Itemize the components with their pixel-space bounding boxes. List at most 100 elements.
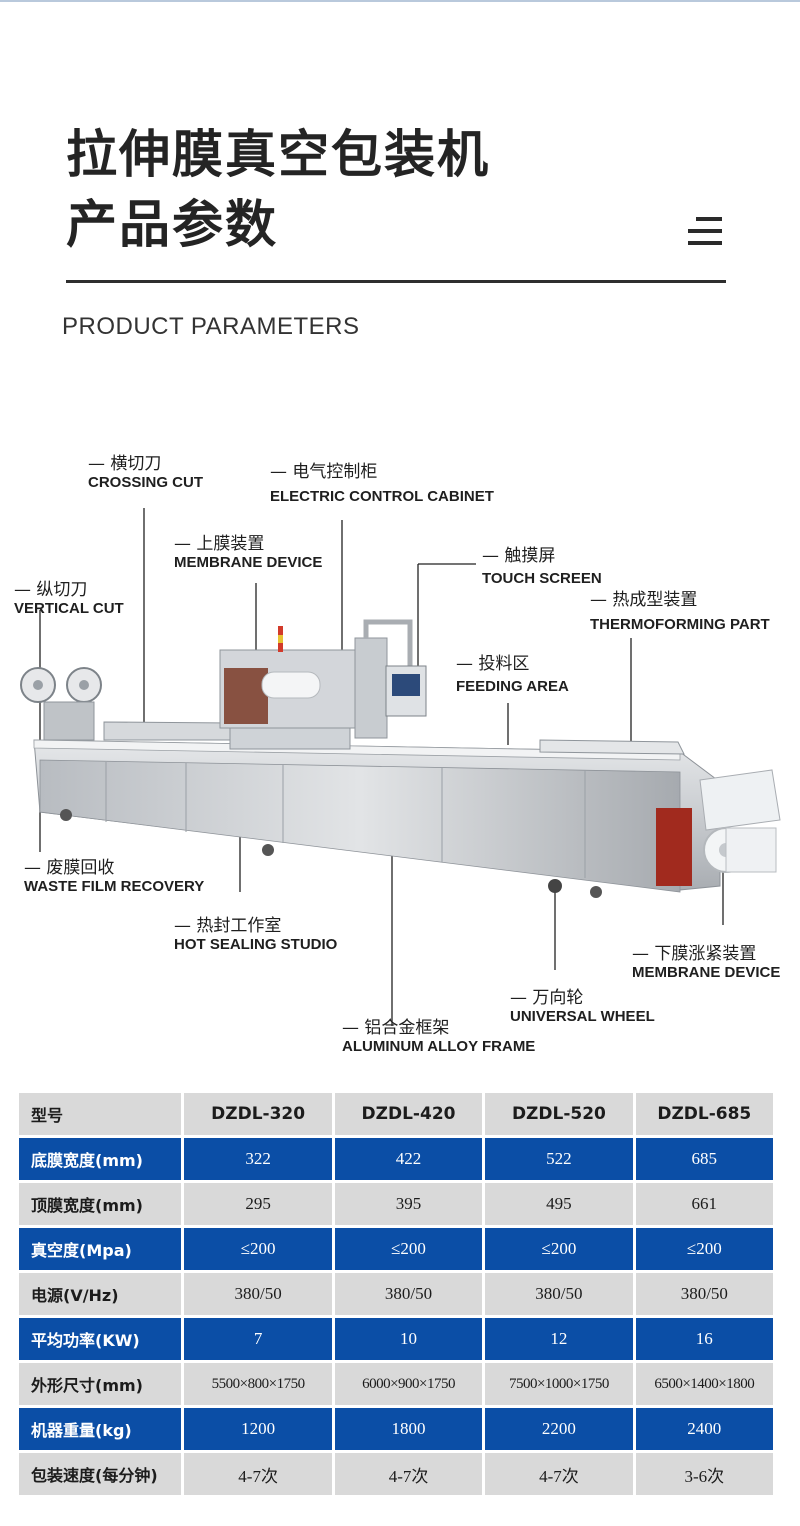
row-label: 机器重量(kg) bbox=[19, 1408, 182, 1450]
row-label: 顶膜宽度(mm) bbox=[19, 1183, 182, 1225]
row-label: 外形尺寸(mm) bbox=[19, 1363, 182, 1405]
table-cell: 6500×1400×1800 bbox=[635, 1363, 773, 1405]
label-en: MEMBRANE DEVICE bbox=[632, 964, 781, 981]
header-divider bbox=[66, 280, 726, 283]
label-en: THERMOFORMING PART bbox=[590, 616, 770, 633]
header-cell: DZDL-520 bbox=[485, 1093, 633, 1135]
table-row: 机器重量(kg) 1200 1800 2200 2400 bbox=[19, 1408, 773, 1450]
row-label: 包装速度(每分钟) bbox=[19, 1453, 182, 1495]
label-cn: 热封工作室 bbox=[196, 916, 282, 936]
table-cell: 295 bbox=[184, 1183, 332, 1225]
table-cell: ≤200 bbox=[184, 1228, 332, 1270]
label-cn: 万向轮 bbox=[532, 988, 584, 1008]
table-cell: 661 bbox=[635, 1183, 773, 1225]
table-cell: 380/50 bbox=[635, 1273, 773, 1315]
menu-icon-bar bbox=[688, 229, 722, 233]
label-en: CROSSING CUT bbox=[88, 474, 204, 491]
label-waste-film: — 废膜回收 WASTE FILM RECOVERY bbox=[24, 858, 205, 895]
label-feeding-area: — 投料区 FEEDING AREA bbox=[456, 654, 569, 695]
label-cn: 下膜涨紧装置 bbox=[654, 944, 757, 964]
table-row: 外形尺寸(mm) 5500×800×1750 6000×900×1750 750… bbox=[19, 1363, 773, 1405]
label-cn: 电气控制柜 bbox=[292, 462, 378, 482]
table-cell: 12 bbox=[485, 1318, 633, 1360]
label-electric-cabinet: — 电气控制柜 ELECTRIC CONTROL CABINET bbox=[270, 462, 494, 505]
table-cell: ≤200 bbox=[485, 1228, 633, 1270]
table-cell: ≤200 bbox=[334, 1228, 483, 1270]
header-cell: DZDL-685 bbox=[635, 1093, 773, 1135]
table-cell: 6000×900×1750 bbox=[334, 1363, 483, 1405]
page-subtitle-cn: 产品参数 bbox=[66, 196, 279, 255]
table-cell: 3-6次 bbox=[635, 1453, 773, 1495]
label-en: ALUMINUM ALLOY FRAME bbox=[342, 1038, 536, 1055]
table-cell: 4-7次 bbox=[184, 1453, 332, 1495]
label-universal-wheel: — 万向轮 UNIVERSAL WHEEL bbox=[510, 988, 655, 1025]
table-cell: 495 bbox=[485, 1183, 633, 1225]
label-cn: 铝合金框架 bbox=[364, 1018, 450, 1038]
table-cell: 522 bbox=[485, 1138, 633, 1180]
label-cn: 投料区 bbox=[478, 654, 530, 674]
table-cell: 7500×1000×1750 bbox=[485, 1363, 633, 1405]
spec-table: 型号 DZDL-320 DZDL-420 DZDL-520 DZDL-685 底… bbox=[16, 1090, 776, 1498]
table-cell: 1800 bbox=[334, 1408, 483, 1450]
label-en: MEMBRANE DEVICE bbox=[174, 554, 323, 571]
table-cell: 1200 bbox=[184, 1408, 332, 1450]
table-row: 电源(V/Hz) 380/50 380/50 380/50 380/50 bbox=[19, 1273, 773, 1315]
header-cell: DZDL-420 bbox=[334, 1093, 483, 1135]
menu-icon-bar bbox=[688, 241, 722, 245]
table-cell: 422 bbox=[334, 1138, 483, 1180]
machine-diagram: — 横切刀 CROSSING CUT — 电气控制柜 ELECTRIC CONT… bbox=[0, 440, 800, 1080]
table-row: 真空度(Mpa) ≤200 ≤200 ≤200 ≤200 bbox=[19, 1228, 773, 1270]
label-cn: 废膜回收 bbox=[46, 858, 115, 878]
label-thermoforming: — 热成型装置 THERMOFORMING PART bbox=[590, 590, 770, 633]
label-en: VERTICAL CUT bbox=[14, 600, 124, 617]
table-header-row: 型号 DZDL-320 DZDL-420 DZDL-520 DZDL-685 bbox=[19, 1093, 773, 1135]
row-label: 底膜宽度(mm) bbox=[19, 1138, 182, 1180]
label-aluminum-frame: — 铝合金框架 ALUMINUM ALLOY FRAME bbox=[342, 1018, 536, 1055]
label-en: ELECTRIC CONTROL CABINET bbox=[270, 488, 494, 505]
row-label: 真空度(Mpa) bbox=[19, 1228, 182, 1270]
label-cn: 热成型装置 bbox=[612, 590, 698, 610]
label-hot-sealing: — 热封工作室 HOT SEALING STUDIO bbox=[174, 916, 338, 953]
table-cell: 322 bbox=[184, 1138, 332, 1180]
label-en: FEEDING AREA bbox=[456, 678, 569, 695]
table-cell: ≤200 bbox=[635, 1228, 773, 1270]
table-cell: 395 bbox=[334, 1183, 483, 1225]
label-crossing-cut: — 横切刀 CROSSING CUT bbox=[88, 454, 204, 491]
page-title: 拉伸膜真空包装机 bbox=[66, 126, 491, 185]
table-cell: 380/50 bbox=[184, 1273, 332, 1315]
table-cell: 380/50 bbox=[485, 1273, 633, 1315]
table-cell: 380/50 bbox=[334, 1273, 483, 1315]
table-cell: 4-7次 bbox=[485, 1453, 633, 1495]
label-en: UNIVERSAL WHEEL bbox=[510, 1008, 655, 1025]
label-touch-screen: — 触摸屏 TOUCH SCREEN bbox=[482, 546, 602, 587]
label-cn: 横切刀 bbox=[110, 454, 162, 474]
label-cn: 纵切刀 bbox=[36, 580, 88, 600]
table-cell: 5500×800×1750 bbox=[184, 1363, 332, 1405]
page-subtitle-en: PRODUCT PARAMETERS bbox=[62, 313, 360, 340]
row-label: 电源(V/Hz) bbox=[19, 1273, 182, 1315]
table-cell: 10 bbox=[334, 1318, 483, 1360]
label-vertical-cut: — 纵切刀 VERTICAL CUT bbox=[14, 580, 124, 617]
label-membrane-device-top: — 上膜装置 MEMBRANE DEVICE bbox=[174, 534, 323, 571]
label-membrane-device-bottom: — 下膜涨紧装置 MEMBRANE DEVICE bbox=[632, 944, 781, 981]
table-cell: 685 bbox=[635, 1138, 773, 1180]
table-row: 包装速度(每分钟) 4-7次 4-7次 4-7次 3-6次 bbox=[19, 1453, 773, 1495]
table-cell: 7 bbox=[184, 1318, 332, 1360]
table-row: 平均功率(KW) 7 10 12 16 bbox=[19, 1318, 773, 1360]
table-row: 底膜宽度(mm) 322 422 522 685 bbox=[19, 1138, 773, 1180]
table-cell: 4-7次 bbox=[334, 1453, 483, 1495]
label-en: HOT SEALING STUDIO bbox=[174, 936, 338, 953]
menu-icon-bar bbox=[696, 217, 722, 221]
table-cell: 16 bbox=[635, 1318, 773, 1360]
top-border bbox=[0, 0, 800, 2]
table-cell: 2400 bbox=[635, 1408, 773, 1450]
label-cn: 上膜装置 bbox=[196, 534, 265, 554]
machine-illustration bbox=[20, 508, 781, 1026]
label-en: TOUCH SCREEN bbox=[482, 570, 602, 587]
row-label: 平均功率(KW) bbox=[19, 1318, 182, 1360]
menu-icon[interactable] bbox=[688, 217, 722, 245]
header-cell: 型号 bbox=[19, 1093, 182, 1135]
label-cn: 触摸屏 bbox=[504, 546, 556, 566]
header-cell: DZDL-320 bbox=[184, 1093, 332, 1135]
table-cell: 2200 bbox=[485, 1408, 633, 1450]
